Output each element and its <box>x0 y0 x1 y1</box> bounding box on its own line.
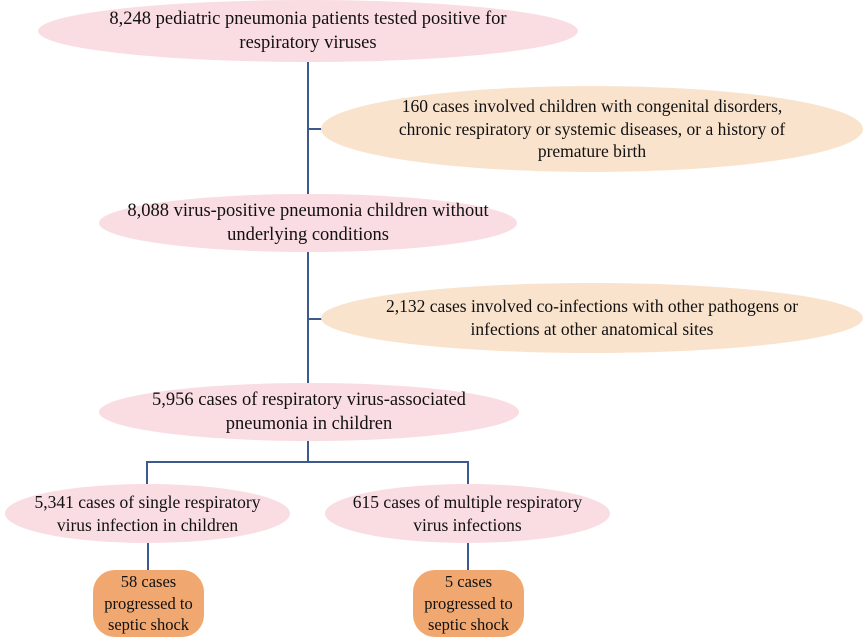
connector-stage3-to-split <box>307 440 309 463</box>
node-enrolled: 8,248 pediatric pneumonia patients teste… <box>38 0 578 62</box>
node-exclusion-2-line1: 2,132 cases involved co-infections with … <box>385 296 799 317</box>
node-branch-single-line2: virus infection in children <box>56 514 239 535</box>
node-after-exclusion-1: 8,088 virus-positive pneumonia children … <box>99 194 517 252</box>
node-outcome-multiple-text: 5 cases progressed to septic shock <box>413 571 524 635</box>
node-exclusion-2-line2: infections at other anatomical sites <box>470 319 714 339</box>
node-enrolled-text: 8,248 pediatric pneumonia patients teste… <box>38 7 578 55</box>
node-outcome-single-text: 58 cases progressed to septic shock <box>93 571 204 635</box>
node-outcome-multiple-line2: progressed to <box>424 593 513 613</box>
node-enrolled-line2: respiratory viruses <box>239 33 377 53</box>
node-branch-multiple: 615 cases of multiple respiratory virus … <box>325 484 610 543</box>
node-after-exclusion-2: 5,956 cases of respiratory virus-associa… <box>99 383 519 441</box>
node-outcome-single: 58 cases progressed to septic shock <box>93 570 204 637</box>
node-exclusion-1: 160 cases involved children with congeni… <box>321 86 863 172</box>
connector-multiple-to-outcome <box>467 543 469 571</box>
node-outcome-multiple-line3: septic shock <box>427 615 510 635</box>
node-branch-multiple-text: 615 cases of multiple respiratory virus … <box>325 491 610 537</box>
connector-split-bar <box>146 461 469 463</box>
node-after-exclusion-1-line1: 8,088 virus-positive pneumonia children … <box>127 200 489 221</box>
node-enrolled-line1: 8,248 pediatric pneumonia patients teste… <box>109 8 507 29</box>
node-branch-single-text: 5,341 cases of single respiratory virus … <box>5 491 290 537</box>
node-after-exclusion-1-line2: underlying conditions <box>227 225 389 245</box>
node-branch-multiple-line2: virus infections <box>413 514 522 535</box>
connector-split-right-drop <box>467 461 469 485</box>
node-exclusion-1-line3: premature birth <box>537 141 647 162</box>
node-outcome-single-line3: septic shock <box>107 615 190 635</box>
node-after-exclusion-1-text: 8,088 virus-positive pneumonia children … <box>99 199 517 247</box>
node-exclusion-1-text: 160 cases involved children with congeni… <box>321 95 863 163</box>
node-exclusion-2-text: 2,132 cases involved co-infections with … <box>321 295 863 341</box>
node-outcome-multiple-line1: 5 cases <box>444 572 493 592</box>
node-after-exclusion-2-line1: 5,956 cases of respiratory virus-associa… <box>152 389 466 410</box>
node-after-exclusion-2-text: 5,956 cases of respiratory virus-associa… <box>99 388 519 436</box>
node-branch-multiple-line1: 615 cases of multiple respiratory <box>352 491 583 512</box>
node-branch-single-line1: 5,341 cases of single respiratory <box>34 491 261 512</box>
node-exclusion-1-line1: 160 cases involved children with congeni… <box>401 95 783 116</box>
node-outcome-multiple: 5 cases progressed to septic shock <box>413 570 524 637</box>
node-branch-single: 5,341 cases of single respiratory virus … <box>5 484 290 543</box>
connector-branch-to-exclusion-2 <box>307 318 332 320</box>
node-outcome-single-line2: progressed to <box>104 593 193 613</box>
node-after-exclusion-2-line2: pneumonia in children <box>225 414 393 434</box>
node-exclusion-1-line2: chronic respiratory or systemic diseases… <box>398 118 786 139</box>
connector-split-left-drop <box>146 461 148 485</box>
connector-single-to-outcome <box>147 543 149 571</box>
node-exclusion-2: 2,132 cases involved co-infections with … <box>321 283 863 353</box>
connector-branch-to-exclusion-1 <box>307 128 332 130</box>
node-outcome-single-line1: 58 cases <box>120 572 177 592</box>
